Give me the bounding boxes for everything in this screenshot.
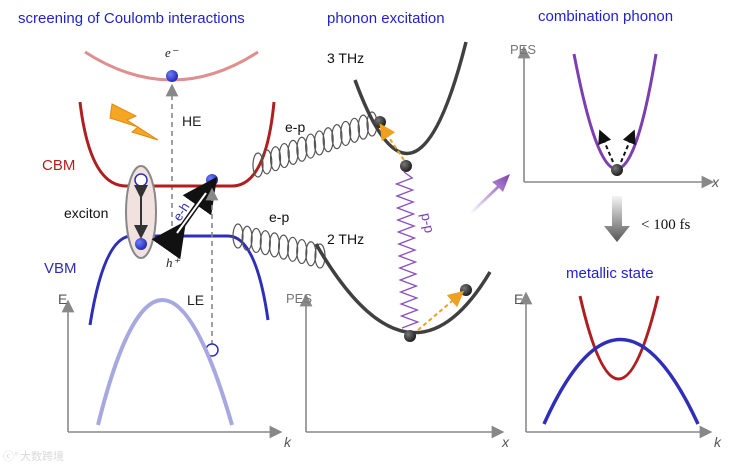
spring-coil — [340, 120, 352, 147]
pp-label: p-p — [418, 211, 438, 234]
spring-coil — [296, 136, 308, 162]
panel3-title: combination phonon — [538, 8, 673, 25]
he-label: HE — [182, 113, 201, 129]
eh-separation-arrow — [176, 192, 207, 234]
spring-coil — [277, 234, 290, 260]
cbm-band — [78, 101, 276, 188]
pes-label-2: PES — [286, 291, 312, 306]
spring-coil — [305, 133, 317, 159]
free-electron — [206, 174, 218, 186]
cbm-label: CBM — [42, 157, 75, 174]
electron-label: e⁻ — [165, 45, 179, 60]
watermark: ⓒ° 大数跨境 — [3, 449, 64, 463]
spring-coil — [261, 149, 273, 175]
panel2-title: phonon excitation — [327, 10, 445, 27]
vbm-label: VBM — [44, 260, 77, 277]
spring-coil — [232, 223, 244, 249]
down-arrow — [604, 196, 630, 242]
combination-pes-curve — [572, 53, 658, 171]
x-label-3: x — [711, 174, 720, 190]
exciton-hole — [135, 238, 147, 250]
e-axis-label-3: E — [514, 291, 523, 307]
pp-coupling-zigzag — [394, 171, 420, 329]
spring-coil — [322, 127, 334, 153]
watermark-text: 大数跨境 — [20, 449, 64, 463]
spring-coil — [278, 142, 290, 169]
spring-coil — [252, 152, 264, 178]
spring-coil — [268, 232, 281, 258]
ep-springs: e-p e-p — [232, 111, 378, 269]
freq-bottom-label: 2 THz — [327, 231, 364, 247]
panel-phonon-excitation: phonon excitation 3 THz 2 THz p-p PES x — [286, 10, 510, 450]
spring-coil — [269, 146, 282, 172]
metallic-title: metallic state — [566, 265, 654, 282]
spring-coil — [313, 130, 325, 156]
spring-coil — [287, 236, 299, 262]
ep-spring-top — [252, 111, 378, 178]
lower-valence-band — [96, 298, 234, 426]
spring-coil — [331, 124, 343, 150]
spring-coil — [259, 230, 271, 256]
vbm-band — [88, 234, 270, 326]
panel-screening: screening of Coulomb interactions e⁻ HE … — [18, 10, 292, 450]
exciton-electron — [134, 173, 148, 187]
spring-coil — [357, 114, 369, 140]
pes-3thz-curve — [353, 41, 468, 156]
orange-arrow-bottom — [417, 290, 465, 331]
high-energy-electron — [166, 70, 178, 82]
phonon-ball-top-end — [400, 160, 412, 172]
spring-coil — [296, 238, 308, 265]
spring-coil — [305, 241, 317, 267]
metallic-valence-band — [542, 337, 700, 425]
pes-label-3: PES — [510, 42, 536, 57]
le-label: LE — [187, 292, 204, 308]
k-axis-label-3: k — [714, 434, 722, 450]
e-axis-label: E — [58, 291, 67, 307]
phonon-ball-bottom-end — [460, 284, 472, 296]
phonon-ball-top-start — [374, 116, 386, 128]
spring-coil — [287, 139, 299, 165]
combination-arrow-left — [598, 129, 614, 163]
exciton-label: exciton — [64, 205, 108, 221]
free-hole — [164, 236, 178, 250]
x-label-2: x — [501, 434, 510, 450]
watermark-icon: ⓒ° — [3, 450, 18, 463]
ep-top-label: e-p — [285, 119, 305, 135]
time-label: < 100 fs — [641, 217, 690, 233]
pp-zigzag-line — [394, 171, 420, 329]
orange-arrow-top — [379, 123, 405, 161]
spring-coil — [241, 225, 253, 251]
spring-coil — [348, 117, 361, 143]
metallic-conduction-band — [578, 295, 660, 381]
combination-arrow-right — [620, 129, 636, 163]
lightning-icon — [109, 103, 159, 141]
panel1-title: screening of Coulomb interactions — [18, 10, 245, 27]
spring-coil — [250, 227, 262, 254]
hole-label: h⁺ — [166, 255, 181, 270]
ep-spring-bottom — [232, 223, 326, 269]
panel-combination-phonon: combination phonon PES x < 100 fs metall… — [510, 8, 722, 450]
freq-top-label: 3 THz — [327, 50, 364, 66]
transition-arrow — [470, 174, 510, 214]
phonon-ball-bottom-start — [404, 330, 416, 342]
k-axis-label: k — [284, 434, 292, 450]
combination-phonon-ball — [611, 164, 623, 176]
ep-bottom-label: e-p — [269, 209, 289, 225]
